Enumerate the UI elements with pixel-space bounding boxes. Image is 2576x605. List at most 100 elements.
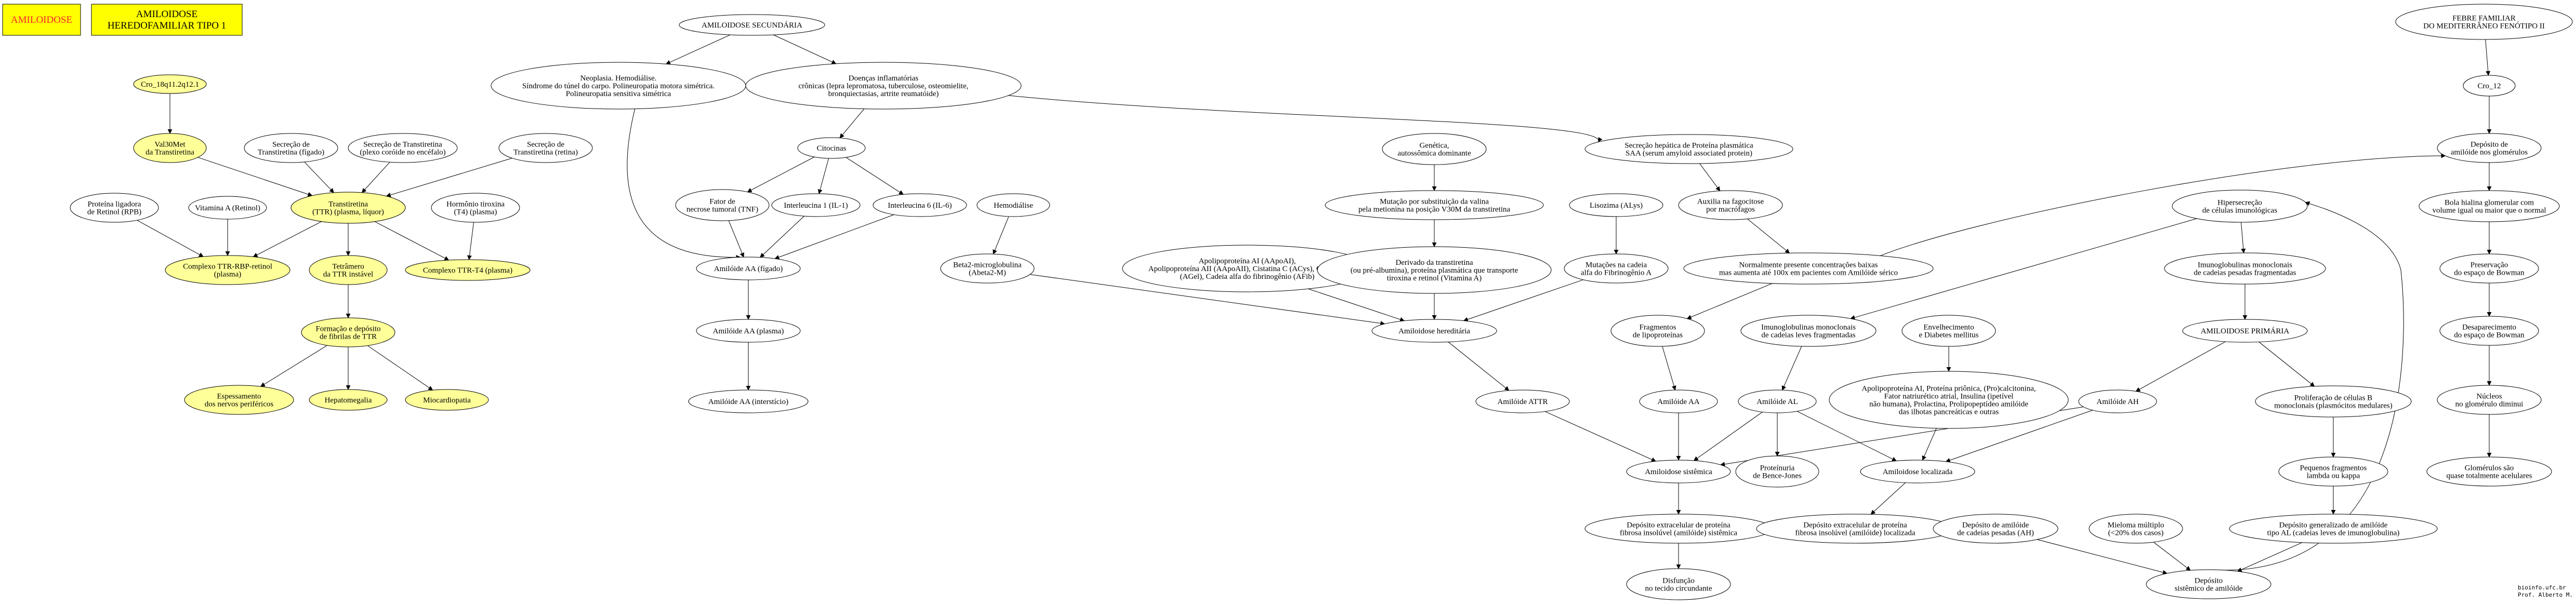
edge-febre-cro12 xyxy=(2485,39,2491,76)
edge-neoplasia-aa_figado xyxy=(627,109,741,260)
node-shape xyxy=(2463,75,2516,97)
node-shape xyxy=(348,133,458,163)
node-saa: Secreção hepática de Proteína plasmática… xyxy=(1584,134,1793,164)
edge-amil_prim-amil_ah xyxy=(2135,341,2226,392)
edge-beta2-heredit xyxy=(1030,274,1385,326)
edge-citocinas-tnf xyxy=(747,156,815,193)
node-label: Transtiretina(TTR) (plasma, líquor) xyxy=(312,200,384,217)
node-label: Apolipoproteína AI, Proteína priônica, (… xyxy=(1861,385,2036,416)
node-shape xyxy=(976,193,1050,217)
node-shape xyxy=(1610,315,1705,347)
node-shape xyxy=(2437,133,2542,163)
node-label: Complexo TTR-RBP-retinol(plasma) xyxy=(183,263,272,279)
edge-dep_cad_pes-dep_sist_amil xyxy=(2037,539,2168,575)
node-il6: Interleucina 6 (IL-6) xyxy=(873,193,967,217)
node-label: Normalmente presente concentrações baixa… xyxy=(1719,261,1898,277)
edge-il1-aa_figado xyxy=(760,216,804,258)
node-shape xyxy=(1626,460,1731,483)
edge-t4-cplx_t4 xyxy=(467,222,474,260)
node-shape xyxy=(1735,455,1819,488)
legend-box xyxy=(2,4,81,36)
edge-attr-sistemica xyxy=(1544,411,1656,462)
edge-amil_sec-doencas xyxy=(773,34,837,64)
node-heredit: Amiloidose hereditária xyxy=(1371,319,1497,343)
edge-normal-frag_lipo xyxy=(1686,283,1773,319)
node-t4: Hormônio tiroxina(T4) (plasma) xyxy=(431,193,520,223)
node-amil-prim: AMILOIDOSE PRIMÁRIA xyxy=(2182,319,2308,343)
edge-sec_figado-ttr xyxy=(304,162,334,193)
node-mieloma: Mieloma múltiplo(<20% dos casos) xyxy=(2089,514,2183,544)
node-lisozima: Lisozima (ALys) xyxy=(1569,193,1663,217)
node-shape xyxy=(1371,319,1497,343)
edge-mut_fib-heredit xyxy=(1463,279,1583,322)
node-cro12: Cro_12 xyxy=(2463,75,2516,97)
node-shape xyxy=(2437,385,2542,415)
node-label: Interleucina 6 (IL-6) xyxy=(888,201,952,210)
node-shape xyxy=(2089,514,2183,544)
edge-val30-ttr xyxy=(197,157,313,197)
node-shape xyxy=(1382,133,1487,165)
node-shape xyxy=(1639,389,1718,413)
node-label: Mieloma múltiplo(<20% dos casos) xyxy=(2108,521,2164,537)
edge-amil_ah-localizada xyxy=(1945,410,2093,463)
node-shape xyxy=(696,319,801,343)
node-shape xyxy=(1564,253,1669,284)
node-shape xyxy=(2164,252,2326,285)
node-derivado: Derivado da transtiretina(ou pré-albumin… xyxy=(1317,246,1552,294)
node-label: Secreção hepática de Proteína plasmática… xyxy=(1624,142,1753,158)
node-label: Citocinas xyxy=(817,144,847,153)
legend-item-l1: AMILOIDOSE xyxy=(2,4,81,36)
node-label: Amilóide AA (interstício) xyxy=(708,398,788,406)
edge-localizada-dep_loc xyxy=(1870,482,1906,515)
edge-apolip-heredit xyxy=(1308,288,1405,322)
node-amil-al: Amilóide AL xyxy=(1738,389,1817,413)
node-hepato: Hepatomegalia xyxy=(309,389,388,411)
node-shape xyxy=(1683,252,1934,285)
node-label: Amilóide AA (plasma) xyxy=(713,327,784,335)
edge-formacao-espess xyxy=(260,345,327,387)
node-beta2: Beta2-microglobulina(Abeta2-M) xyxy=(940,253,1035,284)
node-shape xyxy=(1901,315,1996,347)
edge-frag_lipo-amil_aa xyxy=(1662,346,1676,391)
node-ttr: Transtiretina(TTR) (plasma, líquor) xyxy=(290,192,406,224)
node-shape xyxy=(2172,190,2308,223)
node-shape xyxy=(1933,514,2058,544)
node-cplx-t4: Complexo TTR-T4 (plasma) xyxy=(405,259,531,281)
node-label: Beta2-microglobulina(Abeta2-M) xyxy=(953,261,1022,277)
node-shape xyxy=(873,193,967,217)
node-normal: Normalmente presente concentrações baixa… xyxy=(1683,252,1934,285)
edge-hiper-imunog_leves xyxy=(1850,218,2197,320)
edges xyxy=(137,34,2492,575)
node-attr: Amilóide ATTR xyxy=(1475,389,1570,413)
node-aa-inter: Amilóide AA (interstício) xyxy=(688,389,809,413)
node-shape xyxy=(1325,190,1544,220)
